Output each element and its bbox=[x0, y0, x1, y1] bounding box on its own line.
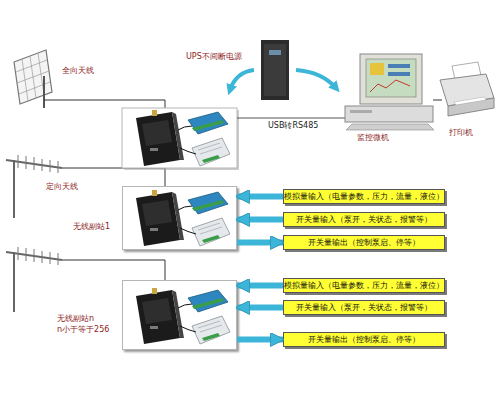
power-arrow bbox=[230, 70, 254, 90]
usb-cable bbox=[237, 118, 350, 119]
station-devices bbox=[136, 288, 230, 344]
main-station-box bbox=[122, 108, 237, 168]
antenna-element bbox=[26, 156, 27, 169]
screen-trend bbox=[370, 80, 410, 92]
antenna-element bbox=[42, 159, 43, 171]
part-label: 定向天线 bbox=[46, 182, 78, 192]
signal-text: 模拟量输入（电量参数，压力，流量，液位） bbox=[284, 279, 444, 292]
grid-line bbox=[19, 82, 50, 94]
signal-box: 模拟量输入（电量参数，压力，流量，液位） bbox=[283, 278, 445, 293]
station-name: 无线副站1 bbox=[73, 221, 121, 232]
antenna-cable bbox=[62, 260, 165, 280]
paper-slot bbox=[454, 97, 486, 105]
antenna-element bbox=[34, 157, 35, 170]
printer bbox=[440, 62, 494, 116]
grid-dish bbox=[14, 50, 52, 104]
signal-box: 模拟量输入（电量参数，压力，流量，液位） bbox=[283, 189, 445, 204]
signal-arrow bbox=[237, 283, 283, 289]
antenna-mast bbox=[13, 160, 15, 218]
ups-display bbox=[269, 50, 281, 55]
signal-box: 开关量输出（控制泵启、停等） bbox=[283, 332, 445, 347]
antenna-element bbox=[18, 155, 19, 168]
part-label: 监控微机 bbox=[357, 133, 389, 143]
screen bbox=[366, 59, 416, 97]
ups-front bbox=[264, 44, 286, 96]
antenna-mast bbox=[13, 252, 15, 312]
station-name: 无线副站n n小于等于256 bbox=[57, 313, 115, 335]
grid-line bbox=[16, 60, 47, 72]
signal-text: 开关量输入（泵开，关状态，报警等） bbox=[296, 213, 432, 226]
antenna-element bbox=[34, 249, 35, 262]
printer-front bbox=[448, 98, 494, 116]
antenna-element bbox=[42, 251, 43, 263]
monitoring-computer bbox=[345, 54, 434, 130]
antenna-mast bbox=[43, 76, 45, 108]
signal-box: 开关量输入（泵开，关状态，报警等） bbox=[283, 212, 445, 227]
antenna-element bbox=[50, 252, 51, 264]
signal-text: 开关量输入（泵开，关状态，报警等） bbox=[296, 301, 432, 314]
part-label: 全向天线 bbox=[62, 66, 94, 76]
signal-arrow bbox=[237, 194, 283, 200]
drive-bay bbox=[350, 110, 372, 113]
printer-cable bbox=[433, 100, 442, 101]
part-label: 打印机 bbox=[449, 128, 473, 138]
signal-text: 模拟量输入（电量参数，压力，流量，液位） bbox=[284, 190, 444, 203]
antenna-element bbox=[58, 161, 59, 173]
signal-arrow bbox=[237, 240, 283, 246]
omni-antenna bbox=[14, 50, 52, 108]
signal-arrow bbox=[237, 305, 283, 311]
signal-arrow bbox=[237, 337, 283, 343]
keyboard bbox=[346, 124, 434, 130]
antenna-cable bbox=[44, 100, 165, 108]
antenna-element bbox=[50, 160, 51, 172]
screen-widget bbox=[388, 72, 410, 76]
computer-case bbox=[345, 106, 433, 122]
yagi-antenna bbox=[6, 247, 62, 312]
signal-arrow bbox=[237, 217, 283, 223]
power-arrow bbox=[296, 70, 336, 88]
station-box: 无线副站1 bbox=[122, 186, 237, 250]
antenna-element bbox=[26, 248, 27, 261]
station-devices bbox=[136, 110, 230, 166]
signal-text: 开关量输出（控制泵启、停等） bbox=[308, 236, 420, 249]
part-label: USB转RS485 bbox=[268, 121, 318, 131]
ups-unit bbox=[261, 40, 289, 100]
station-devices bbox=[136, 190, 230, 246]
ups-body bbox=[261, 40, 289, 100]
antenna-element bbox=[58, 253, 59, 265]
antenna-element bbox=[18, 247, 19, 260]
screen-widget bbox=[370, 63, 384, 75]
part-label: UPS不间断电源 bbox=[186, 52, 242, 62]
signal-text: 开关量输出（控制泵启、停等） bbox=[308, 333, 420, 346]
signal-box: 开关量输出（控制泵启、停等） bbox=[283, 235, 445, 250]
signal-box: 开关量输入（泵开，关状态，报警等） bbox=[283, 300, 445, 315]
monitor bbox=[360, 54, 422, 104]
station-box: 无线副站n n小于等于256 bbox=[122, 280, 237, 350]
screen-widget bbox=[388, 64, 410, 68]
